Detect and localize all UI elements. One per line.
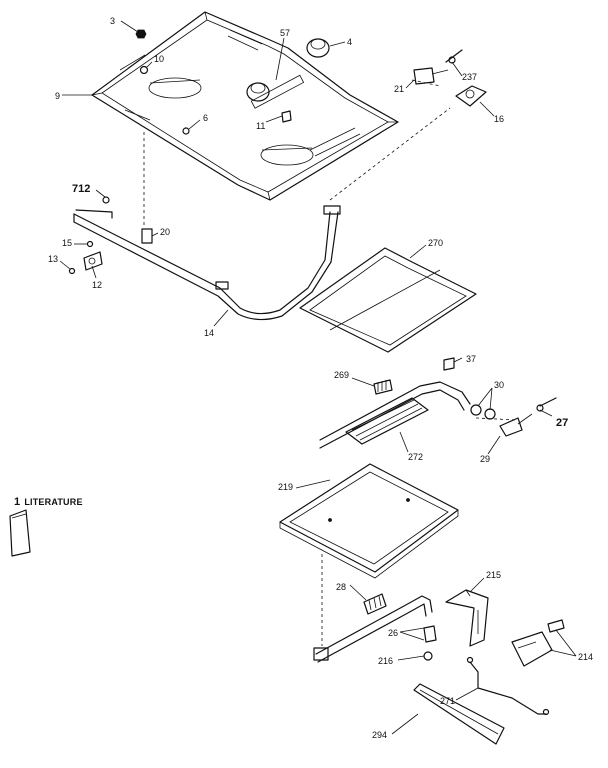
- callout-16: 16: [494, 114, 504, 124]
- fitting-12: [83, 251, 103, 271]
- callout-6: 6: [203, 113, 208, 123]
- callout-26: 26: [388, 628, 398, 638]
- callout-37: 37: [466, 354, 476, 364]
- clip-37: [443, 357, 455, 371]
- callout-labels: 3 57 4 10 9 6 11 237 21 16 712 20 15 13 …: [48, 16, 593, 740]
- clip-11: [281, 110, 292, 123]
- baffle-272: [345, 397, 429, 445]
- callout-269: 269: [334, 370, 349, 380]
- literature-booklet: [9, 509, 31, 557]
- callout-11: 11: [256, 121, 265, 131]
- valve-29: [499, 413, 533, 437]
- bake-burner-tube: [313, 595, 433, 663]
- callout-271: 271: [440, 696, 455, 706]
- callout-237: 237: [462, 72, 477, 82]
- nut-216: [423, 651, 433, 661]
- callout-13: 13: [48, 254, 58, 264]
- callout-15: 15: [62, 238, 72, 248]
- literature-number: 1: [14, 496, 21, 508]
- oven-bottom-219: [279, 463, 459, 579]
- callout-12: 12: [92, 280, 102, 290]
- screw-6: [182, 127, 190, 135]
- callout-4: 4: [347, 37, 352, 47]
- igniter-21: [413, 67, 449, 85]
- callout-9: 9: [55, 91, 60, 101]
- bracket-215: [445, 589, 489, 647]
- screw-13: [68, 267, 76, 275]
- callout-57: 57: [280, 28, 290, 38]
- orifice-26: [423, 625, 437, 643]
- spring-28: [363, 593, 387, 615]
- assembly-lines: [143, 79, 517, 646]
- screw-3: [135, 29, 147, 39]
- burner-valve-right: [306, 38, 330, 58]
- grommet-10: [139, 65, 149, 75]
- screw-15: [86, 240, 94, 248]
- callout-219: 219: [278, 482, 293, 492]
- callout-14: 14: [204, 328, 214, 338]
- callout-27: 27: [556, 417, 568, 429]
- callout-294: 294: [372, 730, 387, 740]
- callout-10: 10: [154, 54, 164, 64]
- thermocouple-271: [466, 656, 550, 716]
- callout-216: 216: [378, 656, 393, 666]
- leader-lines: [59, 20, 577, 735]
- burner-box: [91, 11, 399, 201]
- callout-30: 30: [494, 380, 504, 390]
- wire-237: [445, 49, 463, 64]
- callout-215: 215: [486, 570, 501, 580]
- callout-29: 29: [480, 454, 490, 464]
- callout-3: 3: [110, 16, 115, 26]
- bracket-16: [455, 85, 487, 107]
- orifice-30: [470, 404, 496, 420]
- literature-text: LITERATURE: [24, 497, 83, 507]
- callout-214: 214: [578, 652, 593, 662]
- callout-272: 272: [408, 452, 423, 462]
- callout-712: 712: [72, 183, 90, 195]
- orifice-20: [141, 228, 153, 244]
- thermostat-214: [511, 619, 565, 667]
- shelf-294: [413, 683, 505, 745]
- callout-270: 270: [428, 238, 443, 248]
- burner-valve-left: [246, 82, 270, 102]
- screw-712: [102, 196, 110, 204]
- tube-27: [536, 397, 557, 412]
- spring-269: [373, 379, 393, 395]
- callout-28: 28: [336, 582, 346, 592]
- callout-20: 20: [160, 227, 170, 237]
- callout-21: 21: [394, 84, 404, 94]
- burner-tube-14: [73, 205, 341, 321]
- heat-shield-270: [299, 247, 477, 353]
- broil-burner-tube: [319, 381, 471, 449]
